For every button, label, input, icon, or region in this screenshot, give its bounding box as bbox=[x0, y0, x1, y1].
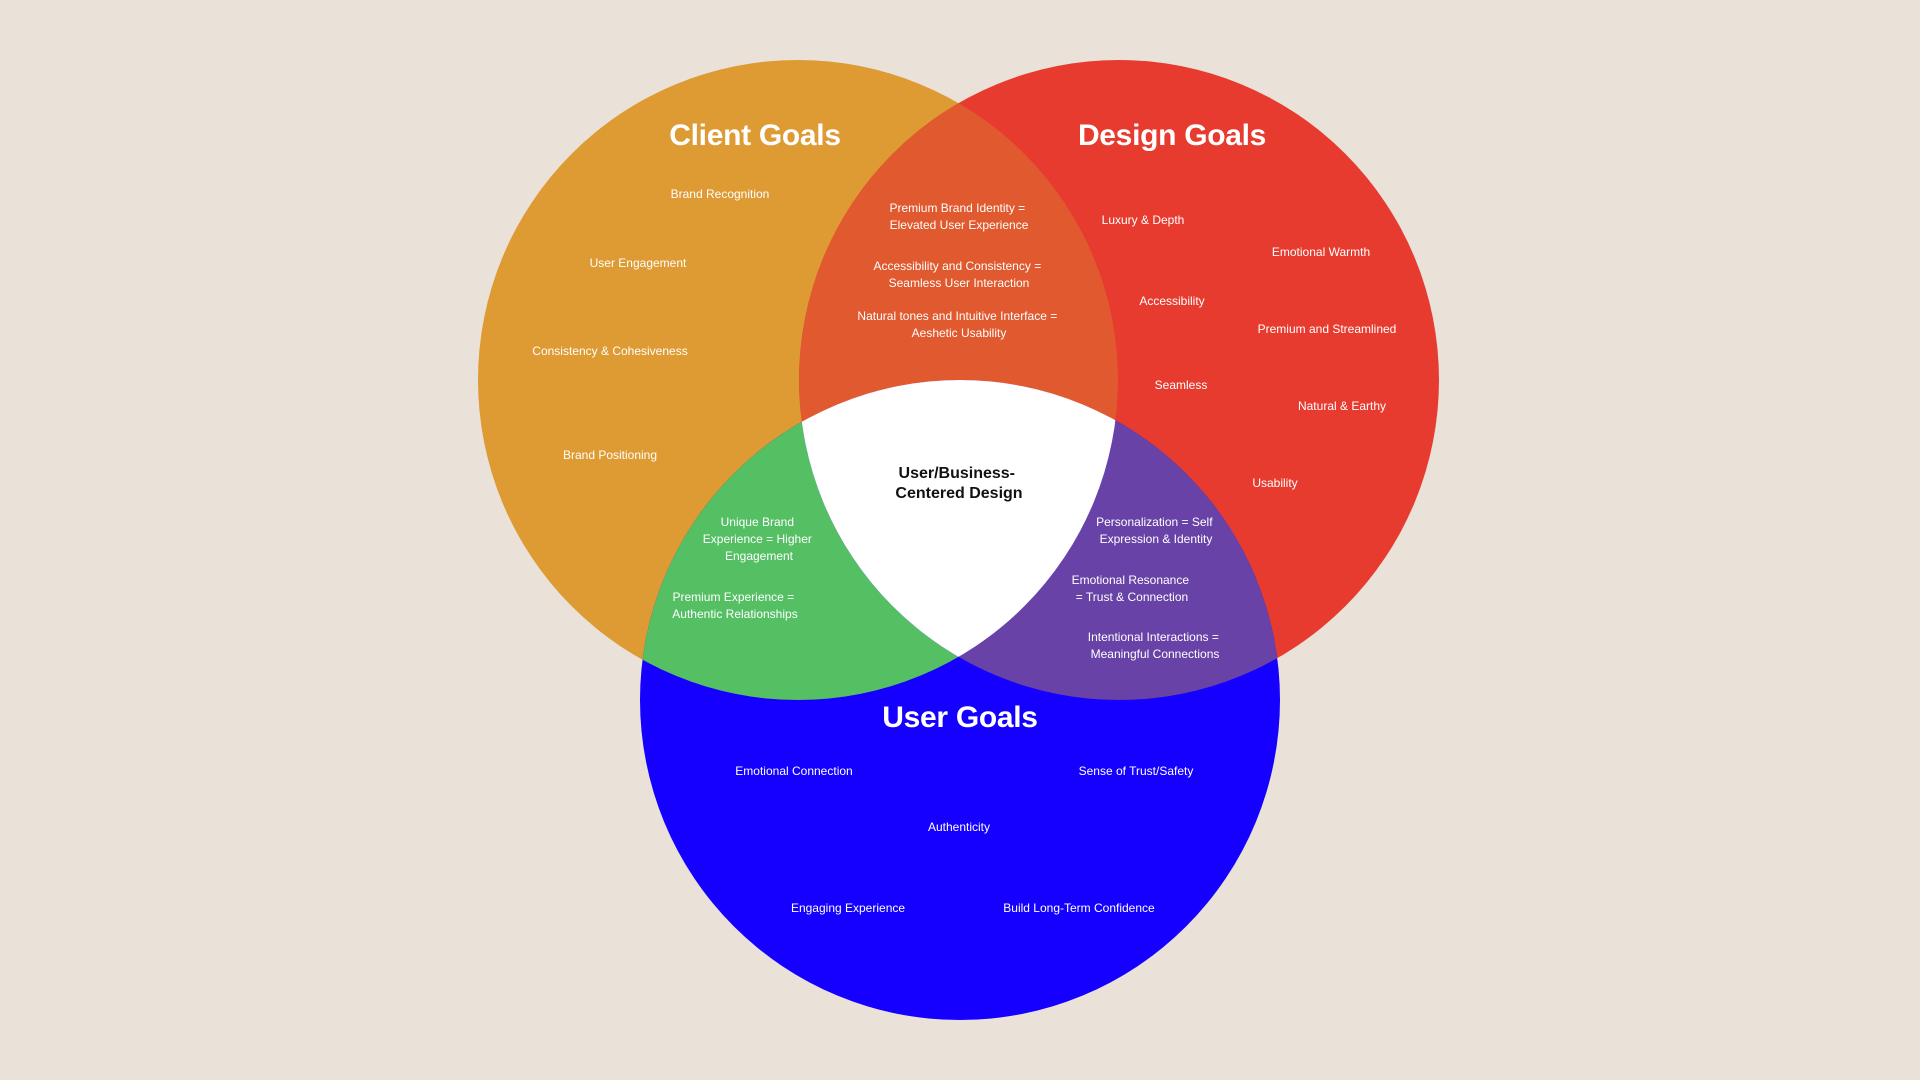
client-goals-title: Client Goals bbox=[669, 119, 840, 152]
client-user-item: Unique Brand Experience = Higher Engagem… bbox=[703, 515, 815, 563]
design-goals-title: Design Goals bbox=[1078, 119, 1266, 152]
design-item: Accessibility bbox=[1139, 294, 1204, 308]
design-user-item: Personalization = Self Expression & Iden… bbox=[1096, 515, 1216, 546]
client-design-item: Natural tones and Intuitive Interface = … bbox=[857, 309, 1060, 340]
client-item: Brand Recognition bbox=[671, 187, 770, 201]
user-item: Build Long-Term Confidence bbox=[1003, 901, 1155, 915]
user-item: Emotional Connection bbox=[735, 764, 852, 778]
design-item: Premium and Streamlined bbox=[1258, 322, 1397, 336]
client-design-item: Accessibility and Consistency = Seamless… bbox=[873, 259, 1044, 290]
design-item: Seamless bbox=[1155, 378, 1208, 392]
center-label: User/Business- Centered Design bbox=[895, 465, 1022, 502]
design-item: Emotional Warmth bbox=[1272, 245, 1370, 259]
client-user-overlap bbox=[640, 380, 1118, 700]
design-item: Luxury & Depth bbox=[1102, 213, 1185, 227]
user-item: Engaging Experience bbox=[791, 901, 905, 915]
client-item: Consistency & Cohesiveness bbox=[532, 344, 687, 358]
design-item: Natural & Earthy bbox=[1298, 399, 1386, 413]
user-goals-title: User Goals bbox=[882, 701, 1037, 734]
client-user-item: Premium Experience = Authentic Relations… bbox=[672, 590, 797, 621]
client-item: User Engagement bbox=[590, 256, 687, 270]
client-item: Brand Positioning bbox=[563, 448, 657, 462]
design-user-item: Intentional Interactions = Meaningful Co… bbox=[1088, 630, 1222, 661]
design-item: Usability bbox=[1252, 476, 1297, 490]
user-item: Authenticity bbox=[928, 820, 990, 834]
design-user-item: Emotional Resonance = Trust & Connection bbox=[1072, 573, 1193, 604]
client-design-item: Premium Brand Identity = Elevated User E… bbox=[889, 201, 1028, 232]
user-item: Sense of Trust/Safety bbox=[1079, 764, 1194, 778]
